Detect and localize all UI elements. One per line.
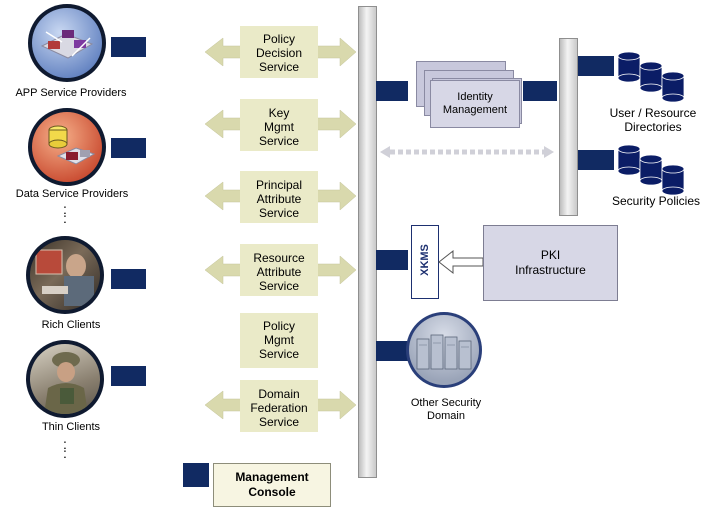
data-service-providers-label: Data Service Providers [15,188,129,200]
policy-decision-service-box [240,26,318,78]
main-bus [358,6,377,478]
xkms-label: XKMS [419,244,431,276]
user-resource-directories-label: User / Resource Directories [609,106,697,134]
xkms-box: XKMS [411,225,439,299]
directory-bus [559,38,578,216]
security-policies-label: Security Policies [611,194,701,208]
resource-attribute-service-box [240,244,318,296]
app-service-providers-icon [28,4,106,82]
dotted-link-arrow [380,146,554,158]
identity-bus-connector [376,81,408,101]
xkms-connector [376,250,408,270]
pki-to-xkms-arrow [438,249,484,275]
other-security-domain-label: Other Security Domain [410,397,482,422]
database-icon [617,51,685,103]
pki-line1: PKI [540,248,561,262]
rich-clients-icon [26,236,104,314]
identity-management-line2: Management [442,104,508,116]
other-security-domain-icon [406,312,482,388]
directories-connector [578,56,614,76]
thin-clients-icon [26,340,104,418]
app-service-providers-label: APP Service Providers [15,87,127,99]
ellipsis-2: :: [63,436,67,461]
rich-clients-label: Rich Clients [41,319,101,331]
thin-clients-connector [111,366,146,386]
identity-management-box: Identity Management [430,80,520,128]
management-console-box: Management Console [213,463,331,507]
app-connector [111,37,146,57]
identity-management-line1: Identity [457,91,493,103]
key-mgmt-service-box [240,99,318,151]
data-service-providers-icon [28,108,106,186]
rich-clients-connector [111,269,146,289]
security-policies-connector [578,150,614,170]
security-policies-database-icon [617,144,685,196]
data-connector [111,138,146,158]
pki-line2: Infrastructure [515,263,586,277]
principal-attribute-service-box [240,171,318,223]
thin-clients-label: Thin Clients [41,421,101,433]
management-console-connector [183,463,209,487]
ellipsis-1: :: [63,201,67,226]
pki-infrastructure-box: PKI Infrastructure [483,225,618,301]
policy-mgmt-service-box [240,313,318,368]
identity-directory-connector [523,81,557,101]
other-domain-connector [376,341,408,361]
domain-federation-service-box [240,380,318,432]
